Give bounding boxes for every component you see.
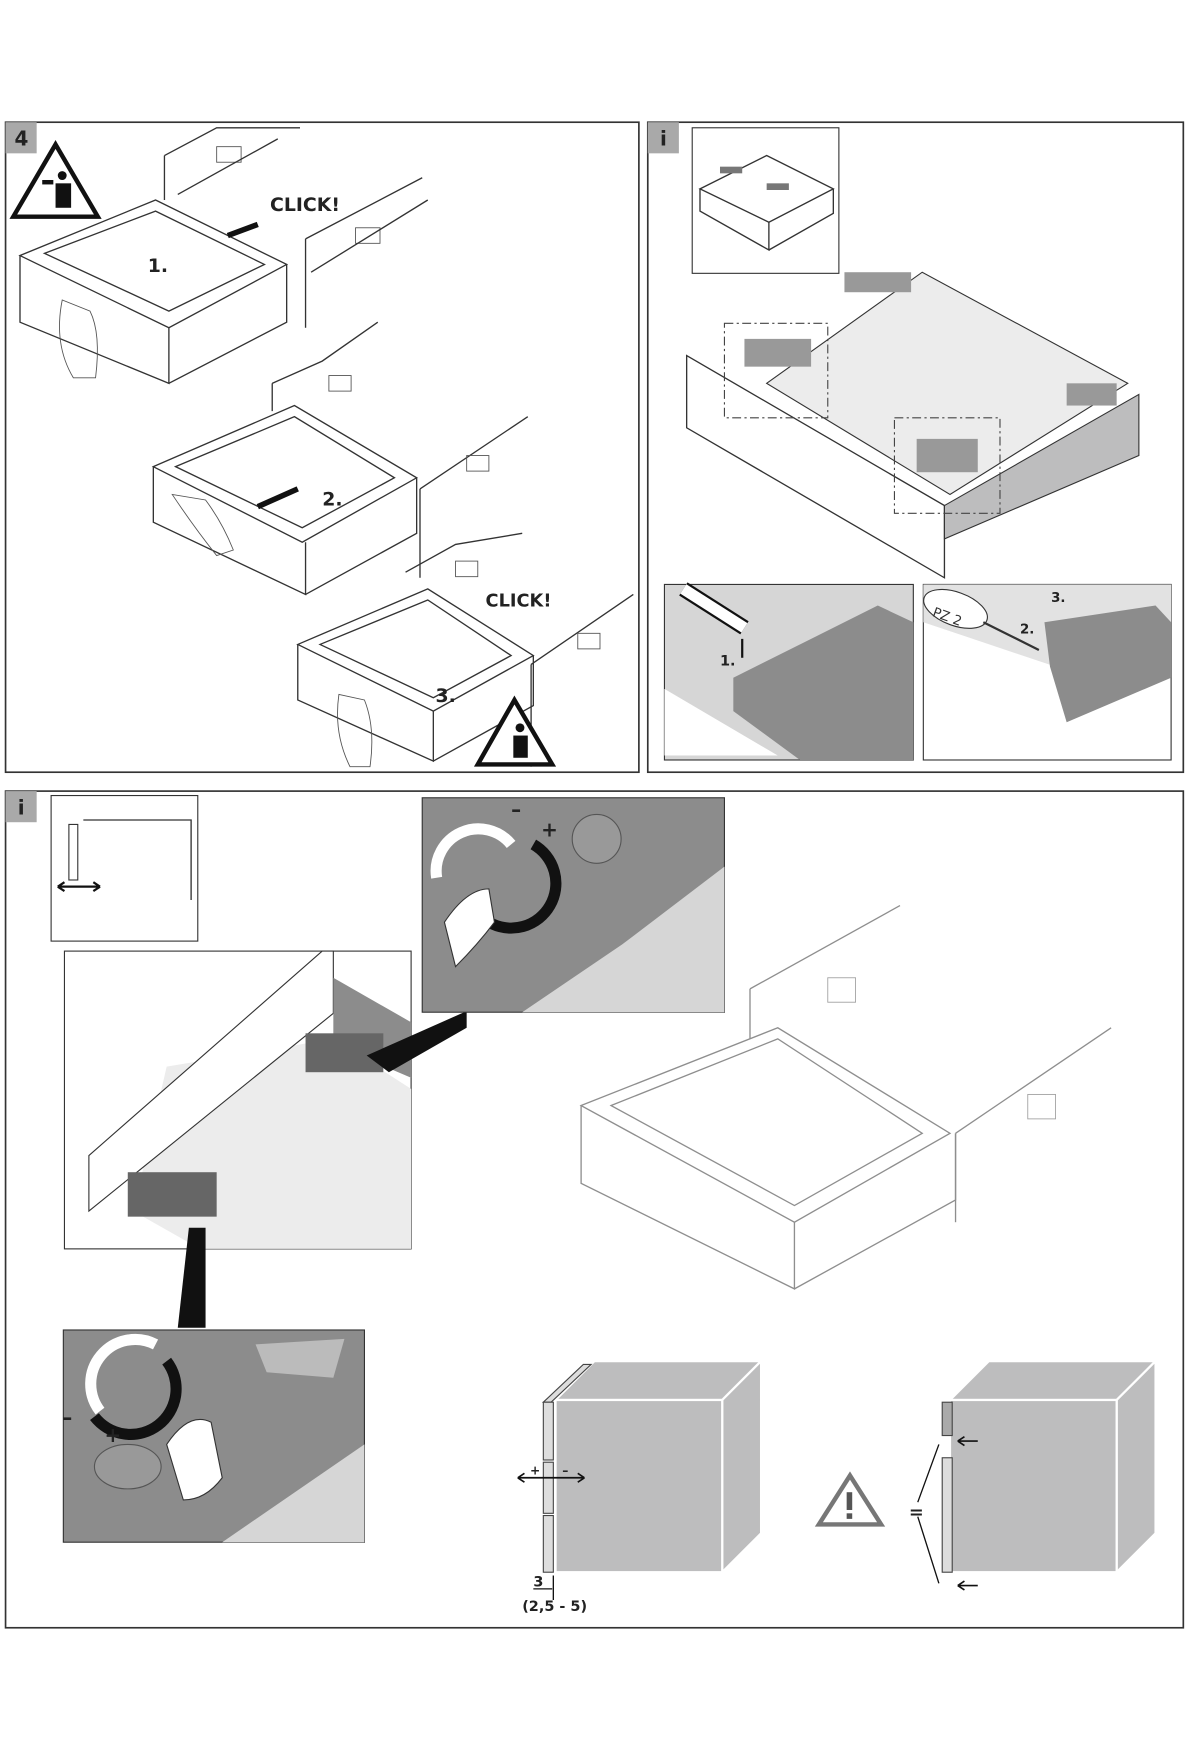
detail-release-lever: [663, 582, 914, 761]
step-badge: [5, 122, 37, 154]
step-label-2: 2.: [322, 489, 342, 511]
hand-icon: [59, 299, 98, 379]
cabinet-gap-diagram: [517, 1358, 764, 1600]
hand-icon: [443, 888, 496, 968]
drawer-bottom-view: [685, 271, 1140, 579]
detail-adjust-wheel-top: [421, 797, 725, 1013]
rotate-plus-arrow-icon: [90, 1357, 182, 1440]
inset-side-adjustment: [50, 794, 199, 942]
info-badge: [647, 122, 679, 154]
hand-icon: [166, 1418, 223, 1501]
click-label-2: CLICK!: [486, 592, 552, 612]
rotate-plus-arrow-icon: [486, 839, 562, 934]
cabinet-equal-gap-diagram: [917, 1358, 1159, 1591]
panel-info-drawer-front-removal: i 1.: [646, 121, 1185, 774]
drawer-in-cabinet-illustration: [579, 904, 1112, 1290]
detail-step-1: 1.: [720, 654, 736, 670]
gap-value: 3: [533, 1575, 543, 1591]
adjust-plus-sign: +: [530, 1463, 540, 1477]
adjust-plus-bottom: +: [104, 1423, 121, 1447]
rotate-minus-arrow-icon: [430, 823, 516, 879]
cabinet-illustration-1: [163, 127, 429, 328]
panel-step-4: 4 CLICK! 1.: [4, 121, 640, 774]
rotate-minus-arrow-icon: [85, 1333, 159, 1415]
step-label-3: 3.: [436, 685, 456, 707]
equal-sign: =: [909, 1503, 924, 1523]
warning-two-person-icon: [473, 695, 557, 767]
adjust-minus-bottom: –: [62, 1405, 72, 1429]
click-label-1: CLICK!: [270, 194, 340, 216]
gap-range: (2,5 - 5): [522, 1599, 587, 1615]
step-number: 4: [14, 127, 28, 151]
drawer-illustration-2: [151, 321, 529, 596]
detail-drawer-corner: [63, 950, 467, 1328]
detail-adjust-wheel-bottom: [62, 1329, 365, 1543]
detail-step-3: 3.: [1051, 591, 1065, 606]
warning-two-person-icon: [9, 140, 102, 219]
step-label-1: 1.: [148, 255, 168, 277]
adjust-minus-sign: –: [562, 1463, 568, 1477]
hand-icon: [171, 493, 234, 557]
adjust-minus-top: –: [511, 798, 521, 822]
info-letter: i: [18, 795, 25, 819]
info-letter: i: [660, 127, 667, 151]
detail-step-2: 2.: [1020, 622, 1034, 637]
inset-drawer-front: [691, 127, 840, 274]
info-badge: [5, 791, 37, 823]
hand-icon: [337, 693, 373, 768]
screwdriver-icon: [923, 588, 988, 629]
detail-screwdriver: [922, 583, 1172, 761]
drawer-illustration-1: [18, 199, 289, 385]
warning-triangle-icon: [814, 1471, 886, 1527]
panel-info-adjustment: i – +: [4, 790, 1185, 1629]
adjust-plus-top: +: [541, 818, 558, 842]
